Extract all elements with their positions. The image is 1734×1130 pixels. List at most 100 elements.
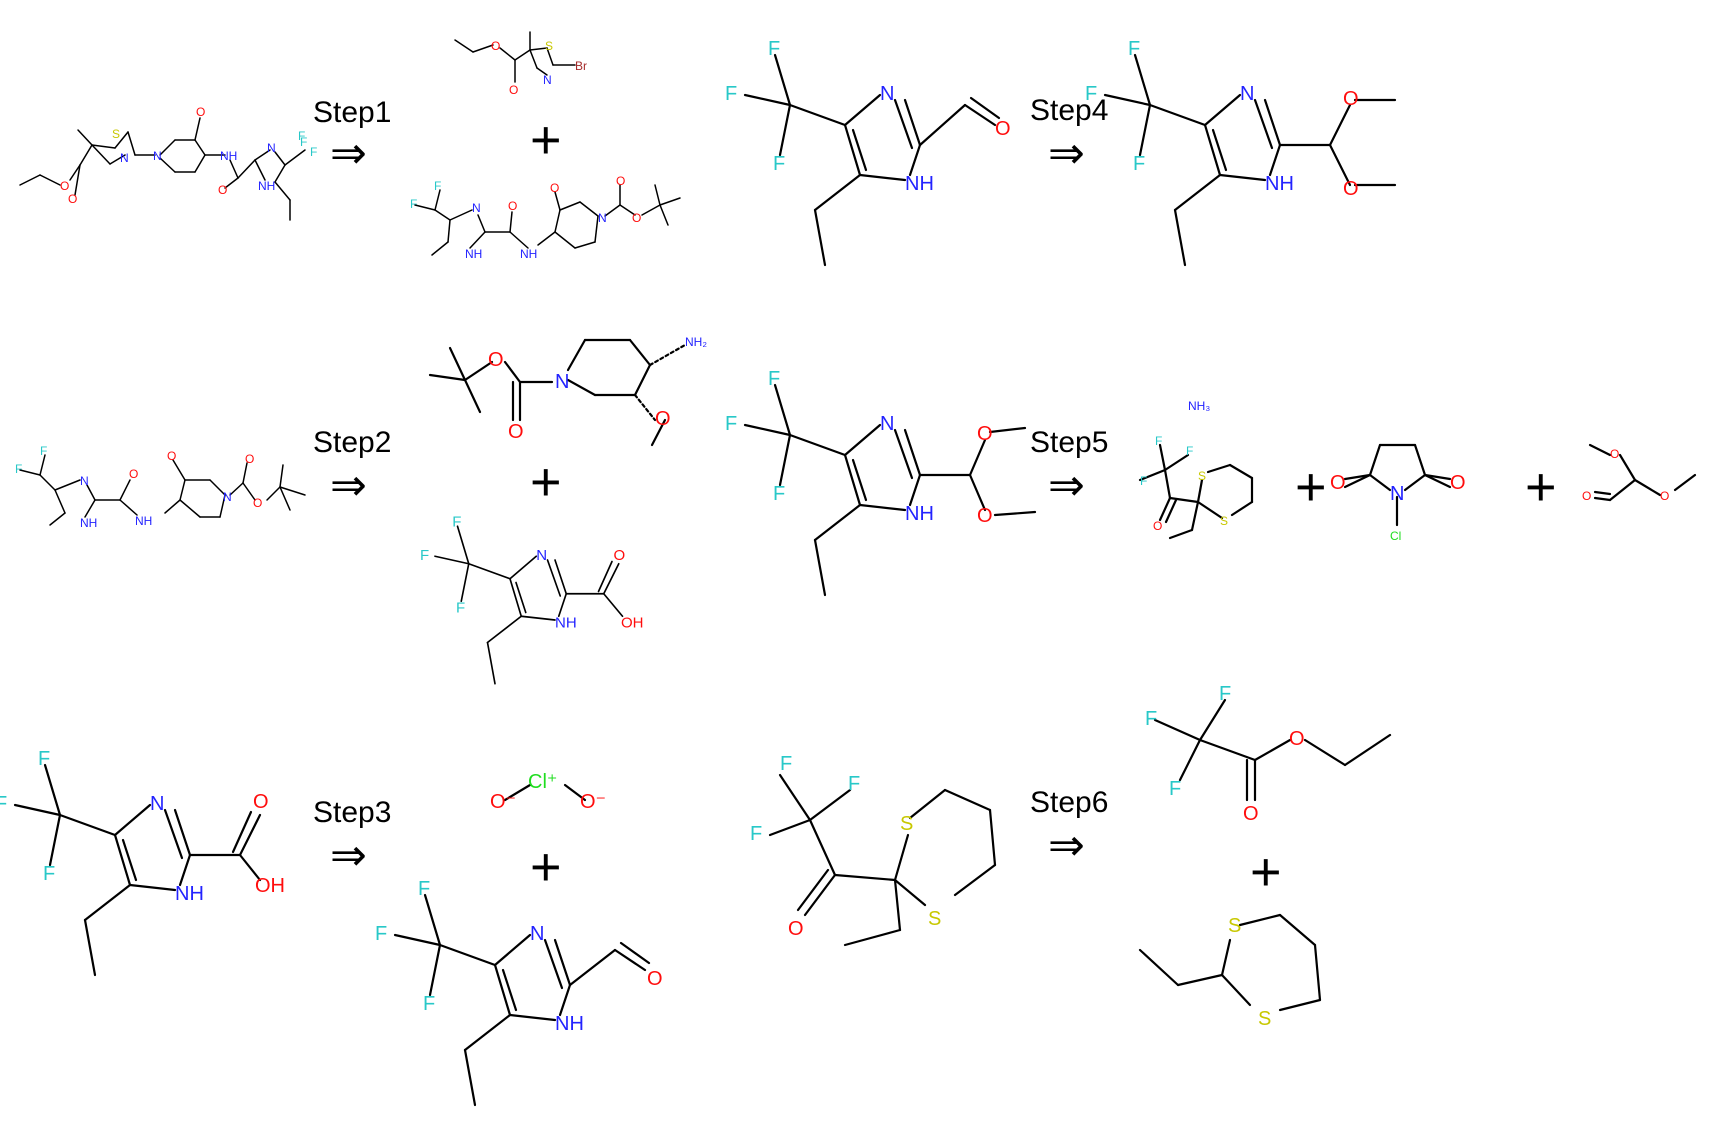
nitrogen-atom: N: [880, 83, 894, 105]
fluorine-atom: F: [298, 129, 305, 143]
nh-atom: NH: [905, 173, 934, 195]
fluorine-atom: F: [43, 863, 55, 885]
hydroxyl-group: OH: [621, 615, 644, 632]
nitrogen-atom: N: [472, 201, 481, 215]
step-4-label: Step4: [1030, 94, 1108, 127]
oxygen-atom: O: [616, 174, 625, 188]
oxygen-atom: O: [1330, 472, 1346, 494]
molecule-ethyl-trifluoroacetate: F F F O O: [1145, 683, 1392, 825]
fluorine-atom: F: [768, 38, 780, 60]
nitrogen-atom: N: [880, 413, 894, 435]
plus-sign: +: [530, 452, 562, 512]
oxygen-atom: O: [491, 39, 500, 53]
oxygen-atom: O: [977, 505, 993, 527]
oxygen-atom: O: [1450, 472, 1466, 494]
plus-sign: +: [1250, 842, 1282, 902]
retro-arrow: ⇒: [330, 831, 367, 880]
oxygen-atom: O: [60, 179, 69, 193]
oxygen-atom: O: [488, 349, 504, 371]
molecule-imidazole-aldehyde-b: N NH O F F F: [375, 878, 663, 1107]
oxygen-atom: O: [509, 83, 518, 97]
oxygen-atom: O: [632, 211, 641, 225]
retro-arrow: ⇒: [330, 129, 367, 178]
oxygen-atom: O: [614, 547, 626, 564]
plus-sign: +: [1525, 457, 1557, 517]
step-6-label: Step6: [1030, 786, 1108, 819]
molecule-chlorite: O⁻ Cl⁺ O⁻: [490, 771, 606, 813]
fluorine-atom: F: [1085, 83, 1097, 105]
step-3-label: Step3: [313, 796, 391, 829]
oxygen-atom: O: [129, 467, 138, 481]
oxygen-atom: O: [977, 423, 993, 445]
oxygen-atom: O: [1289, 728, 1305, 750]
fluorine-atom: F: [848, 773, 860, 795]
plus-sign: +: [1295, 457, 1327, 517]
nitrogen-atom: N: [1240, 83, 1254, 105]
oxygen-atom: O: [788, 918, 804, 940]
fluorine-atom: F: [423, 993, 435, 1015]
row-2: F F N NH O NH O N O O Step2 ⇒: [15, 335, 1697, 685]
fluorine-atom: F: [15, 462, 22, 476]
nh-atom: NH: [520, 247, 537, 261]
oxygen-atom: O: [245, 452, 254, 466]
sulfur-atom: S: [1228, 915, 1241, 937]
chlorine-cation: Cl⁺: [528, 771, 557, 793]
fluorine-atom: F: [1140, 474, 1147, 488]
fluorine-atom: F: [40, 444, 47, 458]
fluorine-atom: F: [410, 197, 417, 211]
retro-arrow: ⇒: [1048, 461, 1085, 510]
oxygen-atom: O: [1343, 178, 1359, 200]
fluorine-atom: F: [1219, 683, 1231, 705]
oxygen-atom: O: [550, 181, 559, 195]
nitrogen-atom: N: [80, 474, 89, 488]
fluorine-atom: F: [1145, 708, 1157, 730]
fluorine-atom: F: [434, 179, 441, 193]
nitrogen-atom: N: [150, 793, 164, 815]
fluorine-atom: F: [375, 923, 387, 945]
molecule-thiazole-bromide: O O S N Br: [454, 31, 587, 97]
fluorine-atom: F: [750, 823, 762, 845]
oxygen-atom: O: [167, 449, 176, 463]
fluorine-atom: F: [1133, 153, 1145, 175]
molecule-imidazole-acetal-a: N NH O O F F F: [1085, 38, 1397, 267]
oxygen-atom: O: [647, 968, 663, 990]
nitrogen-atom: N: [1390, 483, 1404, 505]
molecule-imidazole-acetal-b: N NH O O F F F: [725, 368, 1037, 597]
molecule-target-1: S N N NH O O O O N NH F F F: [19, 105, 317, 221]
nitrogen-atom: N: [555, 371, 569, 393]
fluorine-atom: F: [0, 793, 7, 815]
fluorine-atom: F: [773, 153, 785, 175]
sulfur-atom: S: [900, 813, 913, 835]
molecule-imidazole-acid-a: N NH O OH F F F: [0, 748, 285, 977]
fluorine-atom: F: [418, 878, 430, 900]
row-1: S N N NH O O O O N NH F F F Step1 ⇒: [19, 31, 1397, 267]
nitrogen-atom: N: [267, 141, 276, 155]
nh-atom: NH: [135, 514, 152, 528]
nh-atom: NH: [905, 503, 934, 525]
nh-atom: NH: [1265, 173, 1294, 195]
fluorine-atom: F: [768, 368, 780, 390]
step-1-label: Step1: [313, 96, 391, 129]
oxygen-atom: O: [995, 118, 1011, 140]
sulfur-atom: S: [112, 127, 120, 141]
fluorine-atom: F: [1155, 434, 1162, 448]
molecule-imidazole-acid-b: N NH O OH F F F: [420, 513, 644, 685]
nh-atom: NH: [258, 179, 275, 193]
chlorine-atom: Cl: [1390, 529, 1401, 543]
nitrogen-atom: N: [120, 151, 129, 165]
step-2-label: Step2: [313, 426, 391, 459]
molecule-imidazole-aldehyde-a: N NH O F F F: [725, 38, 1011, 267]
retro-arrow: ⇒: [1048, 129, 1085, 178]
fluorine-atom: F: [300, 135, 307, 149]
fluorine-atom: F: [780, 753, 792, 775]
fluorine-atom: F: [1128, 38, 1140, 60]
step-5-label: Step5: [1030, 426, 1108, 459]
nitrogen-atom: N: [536, 547, 547, 564]
oxide-ion: O⁻: [490, 791, 516, 813]
oxygen-atom: O: [1343, 88, 1359, 110]
sulfur-atom: S: [928, 908, 941, 930]
molecule-boc-amide: F F N NH O NH O N O O: [410, 174, 681, 261]
molecule-dimethoxyacetaldehyde: O O O: [1582, 443, 1697, 503]
